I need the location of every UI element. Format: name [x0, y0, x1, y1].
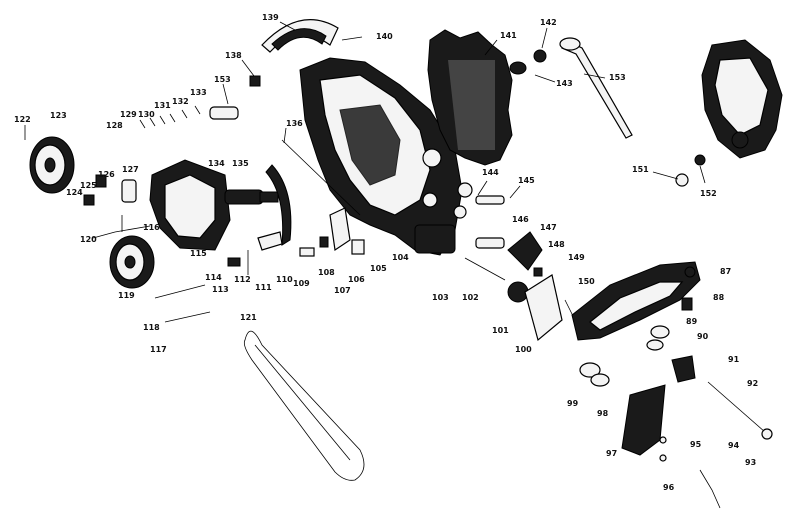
label-148: 148	[548, 240, 565, 249]
label-129: 129	[120, 110, 137, 119]
label-114: 114	[205, 273, 222, 282]
label-123: 123	[50, 111, 67, 120]
label-125: 125	[80, 181, 97, 190]
label-97: 97	[606, 449, 617, 458]
label-107-left: 107	[334, 286, 351, 295]
label-108: 108	[318, 268, 335, 277]
label-105: 105	[370, 264, 387, 273]
bracket-110b	[257, 231, 283, 251]
label-116: 116	[143, 223, 160, 232]
label-143: 143	[556, 79, 573, 88]
label-98: 98	[597, 409, 609, 418]
label-115: 115	[190, 249, 207, 258]
motor-mount-134	[149, 159, 279, 251]
label-102: 102	[462, 293, 479, 302]
label-139: 139	[262, 13, 279, 22]
label-113: 113	[212, 285, 229, 294]
label-144: 144	[482, 168, 499, 177]
label-128: 128	[106, 121, 123, 130]
label-110: 110	[276, 275, 293, 284]
saw-blade-141	[427, 29, 513, 166]
label-132: 132	[172, 97, 189, 106]
label-109: 109	[293, 279, 310, 288]
label-153-right: 153	[609, 73, 626, 82]
label-141: 141	[500, 31, 517, 40]
label-118: 118	[143, 323, 160, 332]
upper-guard-139	[261, 19, 339, 53]
label-95: 95	[690, 440, 702, 449]
label-90: 90	[697, 332, 709, 341]
label-96: 96	[663, 483, 675, 492]
label-134: 134	[208, 159, 225, 168]
label-131: 131	[154, 101, 171, 110]
label-92: 92	[747, 379, 758, 388]
label-142: 142	[540, 18, 557, 27]
label-104: 104	[392, 253, 409, 262]
label-152: 152	[700, 189, 717, 198]
label-153-left: 153	[214, 75, 231, 84]
label-106: 106	[348, 275, 365, 284]
label-117: 117	[150, 345, 167, 354]
label-130: 130	[138, 110, 155, 119]
label-135: 135	[232, 159, 249, 168]
label-93: 93	[745, 458, 756, 467]
label-136: 136	[286, 119, 303, 128]
label-121: 121	[240, 313, 257, 322]
label-150: 150	[578, 277, 595, 286]
label-89: 89	[686, 317, 698, 326]
label-126: 126	[98, 170, 115, 179]
part-labels: 122 123 124 125 126 127 128 129 130 131 …	[14, 13, 758, 492]
label-145: 145	[518, 176, 535, 185]
label-151: 151	[632, 165, 649, 174]
label-120: 120	[80, 235, 97, 244]
label-149: 149	[568, 253, 585, 262]
label-112: 112	[234, 275, 251, 284]
label-94: 94	[728, 441, 740, 450]
tension-pin-153	[559, 37, 633, 139]
label-101: 101	[492, 326, 509, 335]
label-111: 111	[255, 283, 272, 292]
pulley-123	[29, 136, 75, 194]
arm-110	[265, 164, 292, 246]
leader-lines	[24, 21, 706, 239]
label-140: 140	[376, 32, 393, 41]
guard-assembly-87	[571, 261, 773, 509]
upper-right-bracket	[701, 39, 783, 159]
label-87: 87	[720, 267, 731, 276]
label-133: 133	[190, 88, 207, 97]
label-147: 147	[540, 223, 557, 232]
label-91: 91	[728, 355, 740, 364]
small-hardware	[83, 49, 706, 342]
label-99: 99	[567, 399, 579, 408]
label-119: 119	[118, 291, 135, 300]
rod-136	[281, 139, 361, 216]
label-124: 124	[66, 188, 83, 197]
label-138: 138	[225, 51, 242, 60]
pulley-119	[109, 235, 155, 289]
main-frame-casting	[299, 57, 463, 256]
label-122: 122	[14, 115, 31, 124]
label-127: 127	[122, 165, 139, 174]
label-100: 100	[515, 345, 532, 354]
label-146: 146	[512, 215, 529, 224]
label-103: 103	[432, 293, 449, 302]
drive-belt-121	[243, 330, 365, 481]
label-88: 88	[713, 293, 725, 302]
